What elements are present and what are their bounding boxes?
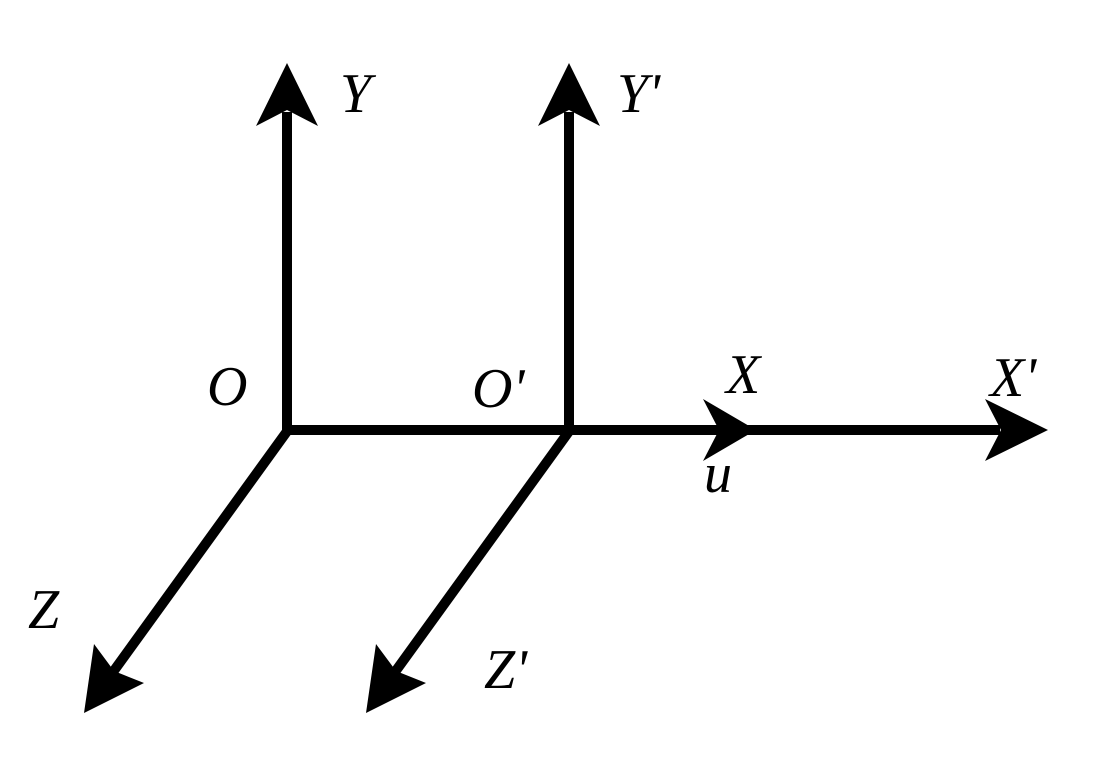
velocity-label: u <box>704 443 732 505</box>
origin-label-s: O <box>207 356 247 418</box>
z-axis-label-s: Z <box>28 579 60 641</box>
z-axis-s-prime <box>390 427 575 675</box>
y-axis-s-prime-arrowhead <box>538 63 600 126</box>
x-axis-label-s: X <box>724 344 763 406</box>
z-axis-s-prime-arrowhead <box>366 644 426 713</box>
y-axis-label-s-prime: Y' <box>617 63 661 125</box>
x-axis-s-prime-arrowhead <box>985 399 1048 461</box>
z-axis-s-arrowhead <box>84 644 144 713</box>
z-axis-s <box>108 427 293 675</box>
origin-label-s-prime: O' <box>472 358 525 420</box>
x-axis-s-arrowhead <box>703 399 756 461</box>
x-axis-label-s-prime: X' <box>988 347 1037 409</box>
z-axis-label-s-prime: Z' <box>484 639 528 701</box>
y-axis-s-arrowhead <box>256 63 318 126</box>
y-axis-label-s: Y <box>340 63 377 125</box>
